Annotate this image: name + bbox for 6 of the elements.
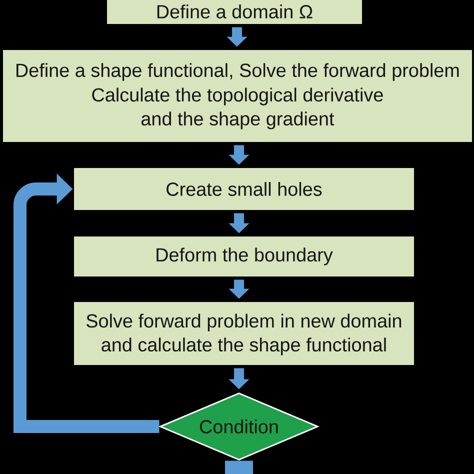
process-box: Create small holes bbox=[74, 168, 414, 210]
arrow bbox=[14, 174, 160, 433]
process-box: Deform the boundary bbox=[74, 236, 414, 276]
process-box: Define a shape functional, Solve the forward problem Calculate the topological derivative and the shape gradient bbox=[3, 50, 472, 142]
process-box: Define a domain Ω bbox=[107, 0, 362, 24]
process-box: Solve forward problem in new domain and calculate the shape functional bbox=[74, 302, 414, 365]
